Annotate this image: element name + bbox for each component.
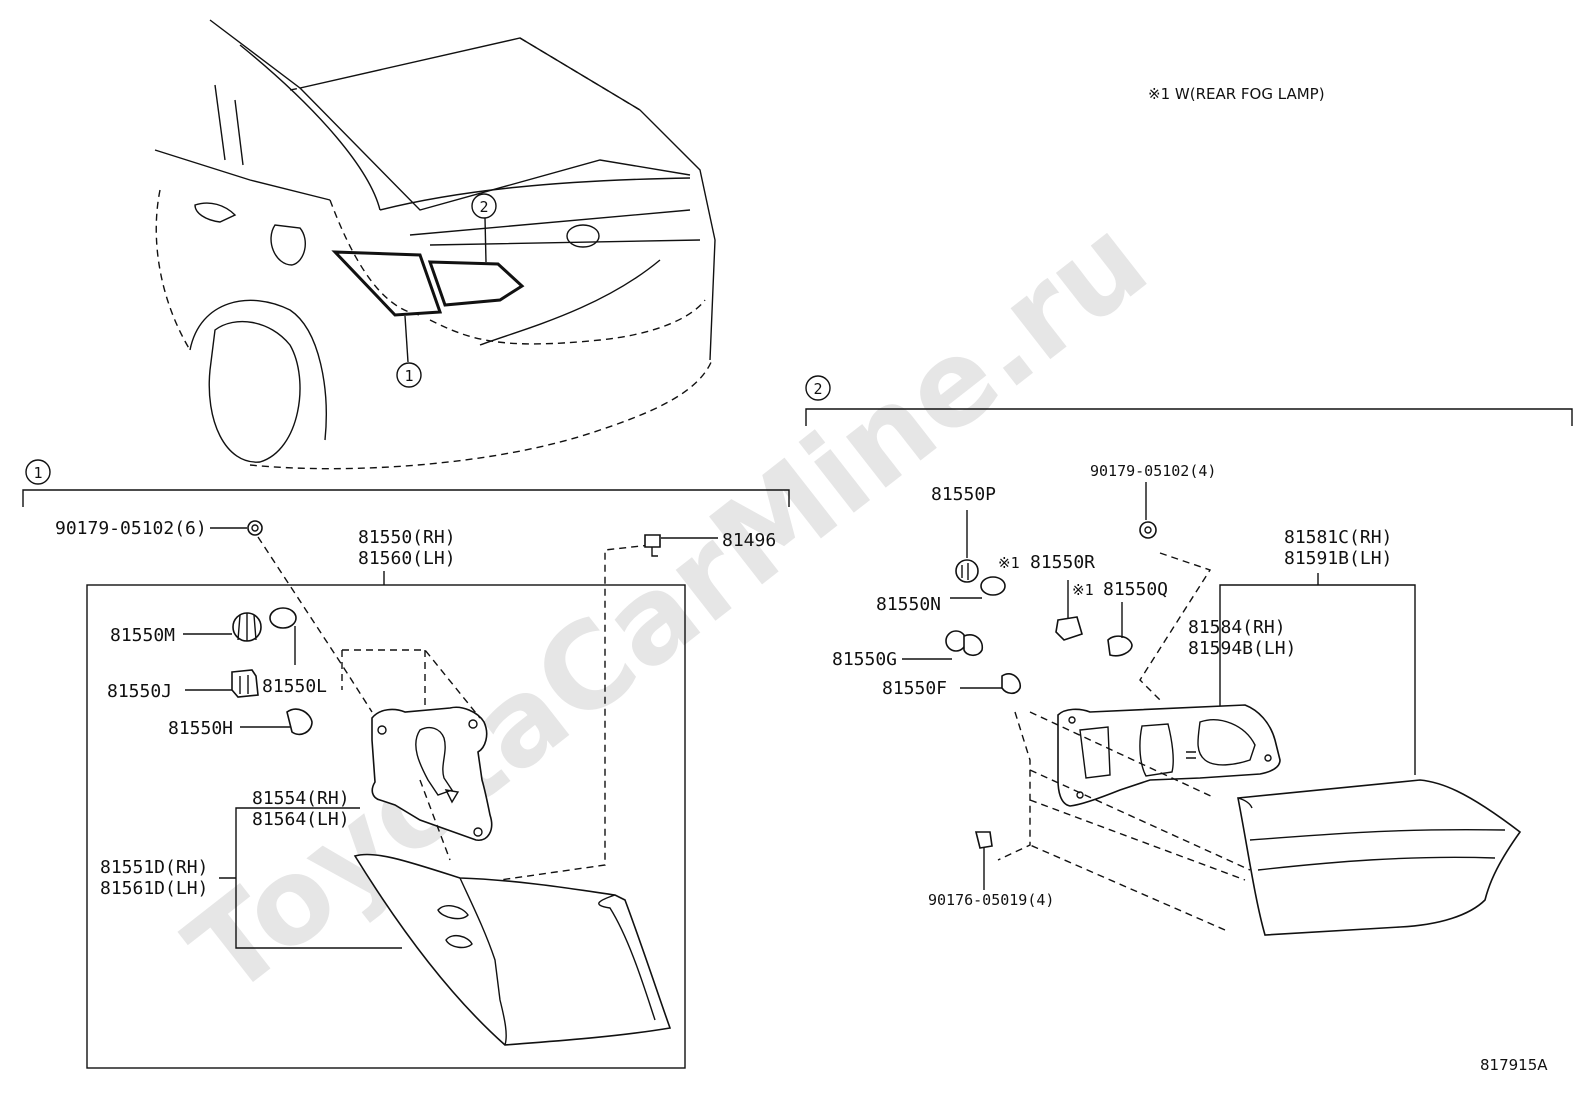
car-illustration: 2 1 xyxy=(154,19,716,470)
label-90176-05019-4: 90176-05019(4) xyxy=(928,891,1054,909)
section-1-marker: 1 xyxy=(33,464,42,482)
label-81550h: 81550H xyxy=(168,718,233,739)
label-81550-rh: 81550(RH) xyxy=(358,527,456,548)
section-2-marker: 2 xyxy=(813,380,822,398)
label-81561d-lh: 81561D(LH) xyxy=(100,878,208,899)
label-81550p: 81550P xyxy=(931,484,996,505)
label-81550l: 81550L xyxy=(262,676,327,697)
callout-1: 1 xyxy=(404,367,413,385)
rear-fog-lamp-note: ※1 W(REAR FOG LAMP) xyxy=(1148,85,1325,103)
section-2-inner-lamp: 2 xyxy=(805,375,1573,936)
note-mark-81550r: ※1 xyxy=(998,554,1020,572)
label-81550j: 81550J xyxy=(107,681,172,702)
label-81560-lh: 81560(LH) xyxy=(358,548,456,569)
label-81554-rh: 81554(RH) xyxy=(252,788,350,809)
note-mark-81550q: ※1 xyxy=(1072,581,1094,599)
label-81594b-lh: 81594B(LH) xyxy=(1188,638,1296,659)
label-81551d-rh: 81551D(RH) xyxy=(100,857,208,878)
section-1-box xyxy=(86,584,686,1069)
label-81550r: 81550R xyxy=(1030,552,1095,573)
label-81550f: 81550F xyxy=(882,678,947,699)
label-81581c-rh: 81581C(RH) xyxy=(1284,527,1392,548)
section-1-outer-lamp: 1 xyxy=(22,459,790,1069)
label-81584-rh: 81584(RH) xyxy=(1188,617,1286,638)
label-81550g: 81550G xyxy=(832,649,897,670)
label-90179-05102-4: 90179-05102(4) xyxy=(1090,462,1216,480)
label-81550m: 81550M xyxy=(110,625,175,646)
label-81550n: 81550N xyxy=(876,594,941,615)
label-81591b-lh: 81591B(LH) xyxy=(1284,548,1392,569)
label-90179-05102-6: 90179-05102(6) xyxy=(55,518,207,539)
label-81496: 81496 xyxy=(722,530,776,551)
callout-2: 2 xyxy=(479,198,488,216)
label-81550q: 81550Q xyxy=(1103,579,1168,600)
diagram-code: 817915A xyxy=(1480,1056,1548,1074)
label-81564-lh: 81564(LH) xyxy=(252,809,350,830)
